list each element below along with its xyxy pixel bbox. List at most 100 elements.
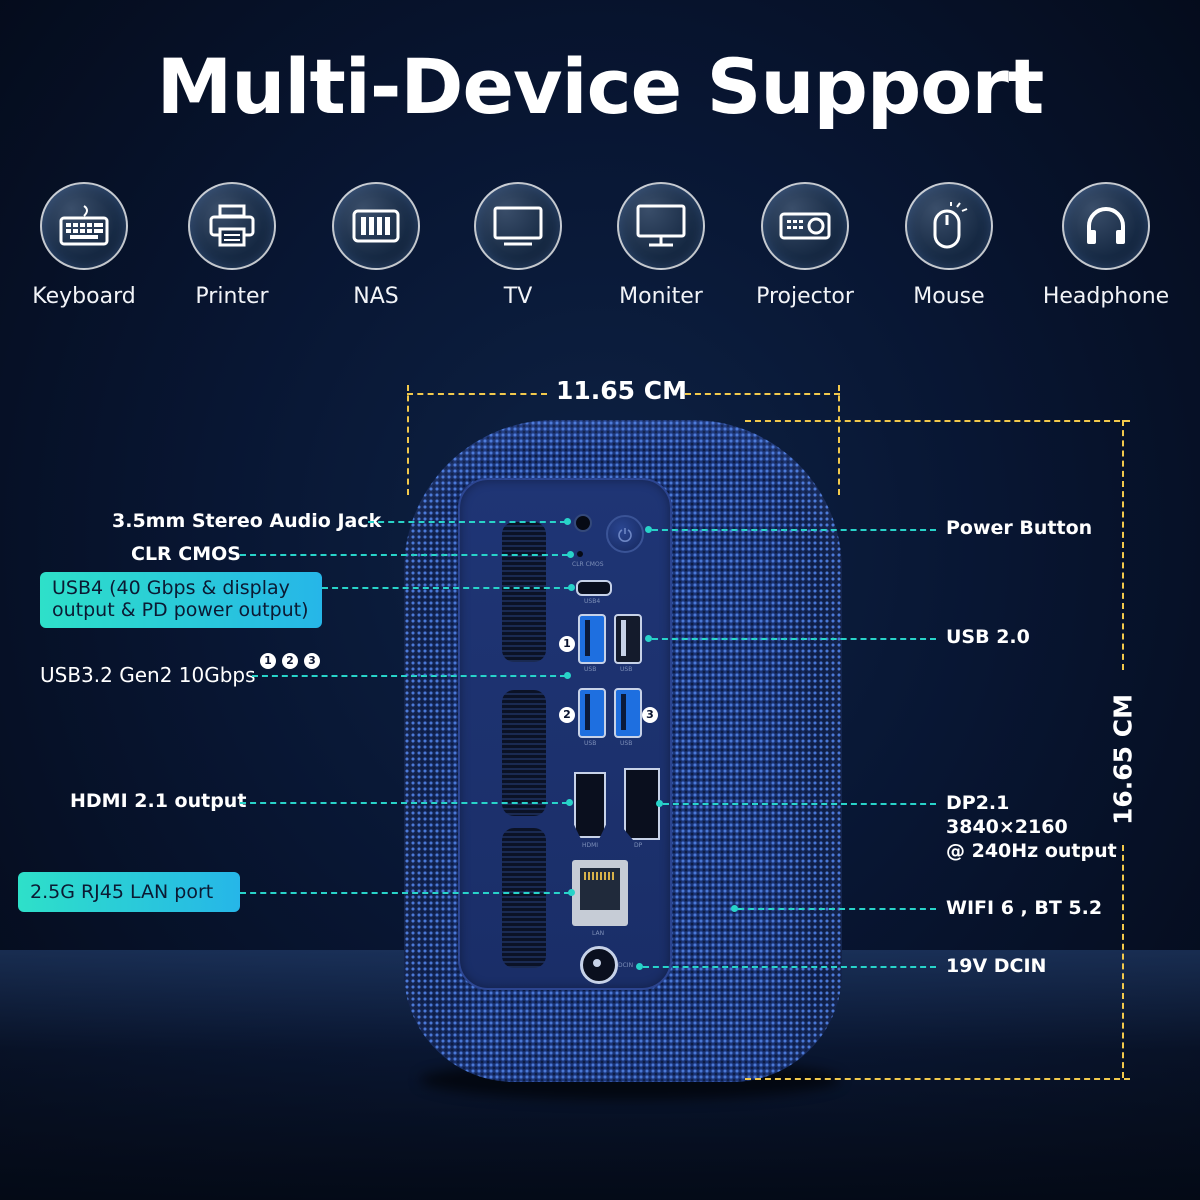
- panel-label-usb: USB: [584, 666, 597, 673]
- callout-dp-line2: 3840×2160: [946, 816, 1068, 838]
- height-dimension-line-lower: [1122, 845, 1124, 1078]
- callout-line: [643, 966, 936, 968]
- height-dimension-label: 16.65 CM: [1108, 694, 1138, 826]
- port-number-badge: 2: [559, 707, 575, 723]
- callout-dot: [731, 905, 738, 912]
- callout-clr-cmos: CLR CMOS: [131, 543, 241, 565]
- callout-dp-line3: @ 240Hz output: [946, 840, 1117, 862]
- callout-usb20: USB 2.0: [946, 626, 1030, 648]
- keyboard-icon: [40, 182, 128, 270]
- power-button[interactable]: [606, 515, 644, 553]
- device-label: Headphone: [1042, 284, 1170, 309]
- panel-label-dcin: DCIN: [618, 962, 634, 969]
- callout-usb32: USB3.2 Gen2 10Gbps: [40, 663, 256, 687]
- usb20-port: [614, 614, 642, 664]
- callout-line: [663, 803, 936, 805]
- callout-dot: [645, 526, 652, 533]
- device-label: Projector: [756, 284, 854, 309]
- callout-dot: [645, 635, 652, 642]
- port-number-badge: 3: [304, 653, 320, 669]
- panel-label-usb4: USB4: [584, 598, 601, 605]
- callout-line: [368, 521, 566, 523]
- callout-dot: [656, 800, 663, 807]
- callout-line: [322, 587, 570, 589]
- device-mouse: Mouse: [869, 182, 1029, 309]
- callout-dot: [564, 518, 571, 525]
- usb4-port: [576, 580, 612, 596]
- callout-line: [738, 908, 936, 910]
- device-label: Mouse: [913, 284, 985, 309]
- callout-dot: [568, 889, 575, 896]
- monitor-icon: [617, 182, 705, 270]
- vent-bottom: [502, 828, 546, 968]
- device-nas: NAS: [296, 182, 456, 309]
- vent-top: [502, 522, 546, 662]
- power-icon: [618, 528, 632, 542]
- callout-hdmi: HDMI 2.1 output: [70, 790, 247, 812]
- page-title: Multi-Device Support: [156, 42, 1045, 131]
- width-dimension-tick-right: [838, 385, 840, 495]
- callout-line: [652, 638, 936, 640]
- dc-in-port: [580, 946, 618, 984]
- rj45-port: [572, 860, 628, 926]
- device-monitor: Moniter: [581, 182, 741, 309]
- headphone-icon: [1062, 182, 1150, 270]
- panel-label-hdmi: HDMI: [582, 842, 599, 849]
- callout-dc-in: 19V DCIN: [946, 955, 1047, 977]
- panel-label-dp: DP: [634, 842, 643, 849]
- device-label: Printer: [195, 284, 269, 309]
- callout-dot: [567, 551, 574, 558]
- callout-usb4: USB4 (40 Gbps & display output & PD powe…: [40, 572, 322, 628]
- width-dimension-tick-left: [407, 385, 409, 495]
- dp-port: [624, 768, 660, 840]
- device-headphone: Headphone: [1026, 182, 1186, 309]
- device-label: NAS: [353, 284, 399, 309]
- port-number-badge: 1: [260, 653, 276, 669]
- panel-label-usb: USB: [620, 740, 633, 747]
- width-dimension-line-left: [407, 393, 547, 395]
- callout-dot: [568, 584, 575, 591]
- device-tv: TV: [438, 182, 598, 309]
- panel-label-cmos: CLR CMOS: [572, 561, 604, 568]
- panel-label-usb: USB: [620, 666, 633, 673]
- device-printer: Printer: [152, 182, 312, 309]
- callout-dot: [564, 672, 571, 679]
- device-projector: Projector: [725, 182, 885, 309]
- nas-icon: [332, 182, 420, 270]
- height-dimension-top: [745, 420, 1130, 422]
- audio-jack-port: [574, 514, 592, 532]
- callout-dot: [636, 963, 643, 970]
- callout-line: [652, 529, 936, 531]
- usb32-port-3: [614, 688, 642, 738]
- callout-wifi: WIFI 6 , BT 5.2: [946, 897, 1103, 919]
- printer-icon: [188, 182, 276, 270]
- device-label: Moniter: [619, 284, 703, 309]
- callout-audio-jack: 3.5mm Stereo Audio Jack: [112, 510, 382, 532]
- width-dimension-line-right: [685, 393, 840, 395]
- width-dimension-label: 11.65 CM: [556, 376, 688, 405]
- hdmi-port: [574, 772, 606, 838]
- callout-power-button: Power Button: [946, 517, 1093, 539]
- mouse-icon: [905, 182, 993, 270]
- callout-line: [252, 675, 566, 677]
- device-keyboard: Keyboard: [4, 182, 164, 309]
- height-dimension-bottom: [745, 1078, 1130, 1080]
- usb32-port-numbers: 1 2 3: [260, 653, 320, 669]
- callout-dot: [566, 799, 573, 806]
- vent-middle: [502, 690, 546, 816]
- callout-line: [240, 554, 568, 556]
- port-number-badge: 3: [642, 707, 658, 723]
- port-number-badge: 2: [282, 653, 298, 669]
- device-label: TV: [503, 284, 533, 309]
- device-icon-row: Keyboard Printer NAS TV Moniter Projecto…: [0, 182, 1200, 322]
- clr-cmos-hole: [577, 551, 583, 557]
- device-label: Keyboard: [32, 284, 136, 309]
- panel-label-lan: LAN: [592, 930, 605, 937]
- port-number-badge: 1: [559, 636, 575, 652]
- height-dimension-line-upper: [1122, 420, 1124, 670]
- callout-line: [240, 802, 568, 804]
- usb32-port-1: [578, 614, 606, 664]
- projector-icon: [761, 182, 849, 270]
- tv-icon: [474, 182, 562, 270]
- callout-line: [240, 892, 570, 894]
